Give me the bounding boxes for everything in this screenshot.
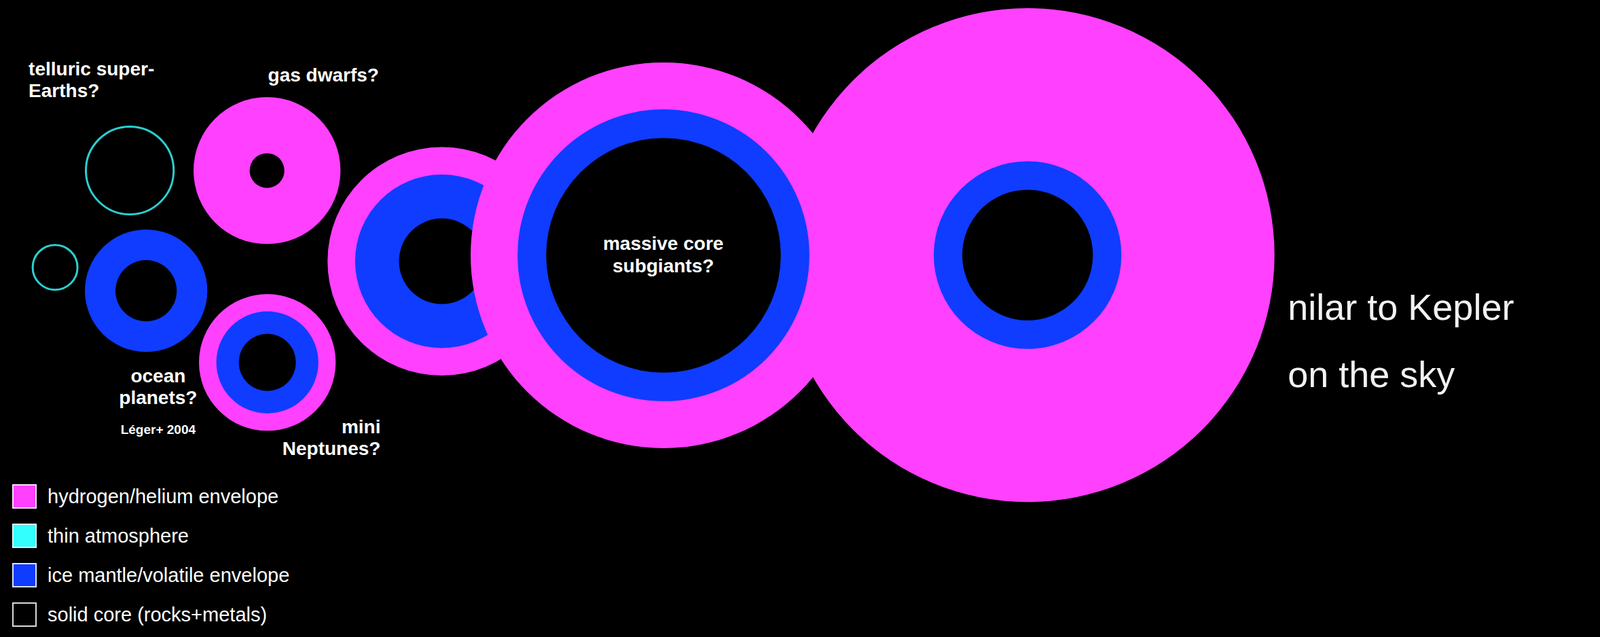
planet-node: ocean planets?Léger+ 2004 — [84, 229, 208, 352]
planet-type-label: gas dwarfs? — [234, 64, 412, 87]
legend-text: hydrogen/helium envelope — [47, 485, 279, 508]
planet-type-label: mini Neptunes? — [264, 416, 381, 460]
slide-text: on the sky — [1287, 353, 1455, 396]
planet-shape — [84, 229, 208, 352]
planet-type-label: ocean planets? — [107, 365, 210, 409]
planet-layer — [216, 311, 319, 413]
planet-layer — [84, 229, 208, 352]
slide-text: nilar to Kepler — [1287, 285, 1514, 329]
planet-type-label: massive core subgiants? — [585, 232, 742, 277]
planet-type-label: Léger+ 2004 — [83, 422, 233, 438]
planet-shape — [198, 294, 336, 431]
legend-swatch — [12, 484, 37, 509]
planet-layer — [115, 260, 177, 322]
legend: hydrogen/helium envelope thin atmosphere i… — [12, 476, 290, 635]
planet-layer — [239, 333, 297, 391]
planet-layer — [517, 109, 810, 402]
planet-layer — [546, 137, 781, 373]
planet-node: mini Neptunes? — [198, 294, 336, 431]
planet-node: gas dwarfs? — [193, 97, 341, 244]
legend-row: solid core (rocks+metals) — [12, 594, 290, 635]
planet-node: massive core subgiants? — [470, 62, 857, 449]
small-telluric-planet — [32, 245, 78, 290]
legend-swatch — [12, 602, 37, 627]
planet-layer — [193, 97, 341, 244]
legend-text: ice mantle/volatile envelope — [47, 564, 290, 587]
legend-row: ice mantle/volatile envelope — [12, 555, 290, 595]
planet-layer — [85, 126, 174, 214]
planet-layer — [470, 62, 857, 449]
legend-text: solid core (rocks+metals) — [47, 603, 267, 627]
planet-type-label: telluric super-Earths? — [28, 58, 175, 102]
solid-core — [962, 189, 1093, 320]
planet-shape — [84, 125, 175, 216]
planet-layer — [198, 294, 336, 431]
ice-mantle — [933, 160, 1122, 349]
legend-row: thin atmosphere — [12, 516, 290, 556]
planet-node: telluric super-Earths? — [84, 125, 175, 216]
planet-shape — [193, 97, 341, 244]
legend-swatch — [12, 523, 37, 549]
planet-layer — [249, 152, 285, 188]
legend-swatch — [12, 562, 37, 588]
legend-row: hydrogen/helium envelope — [12, 476, 290, 517]
legend-text: thin atmosphere — [47, 524, 189, 548]
